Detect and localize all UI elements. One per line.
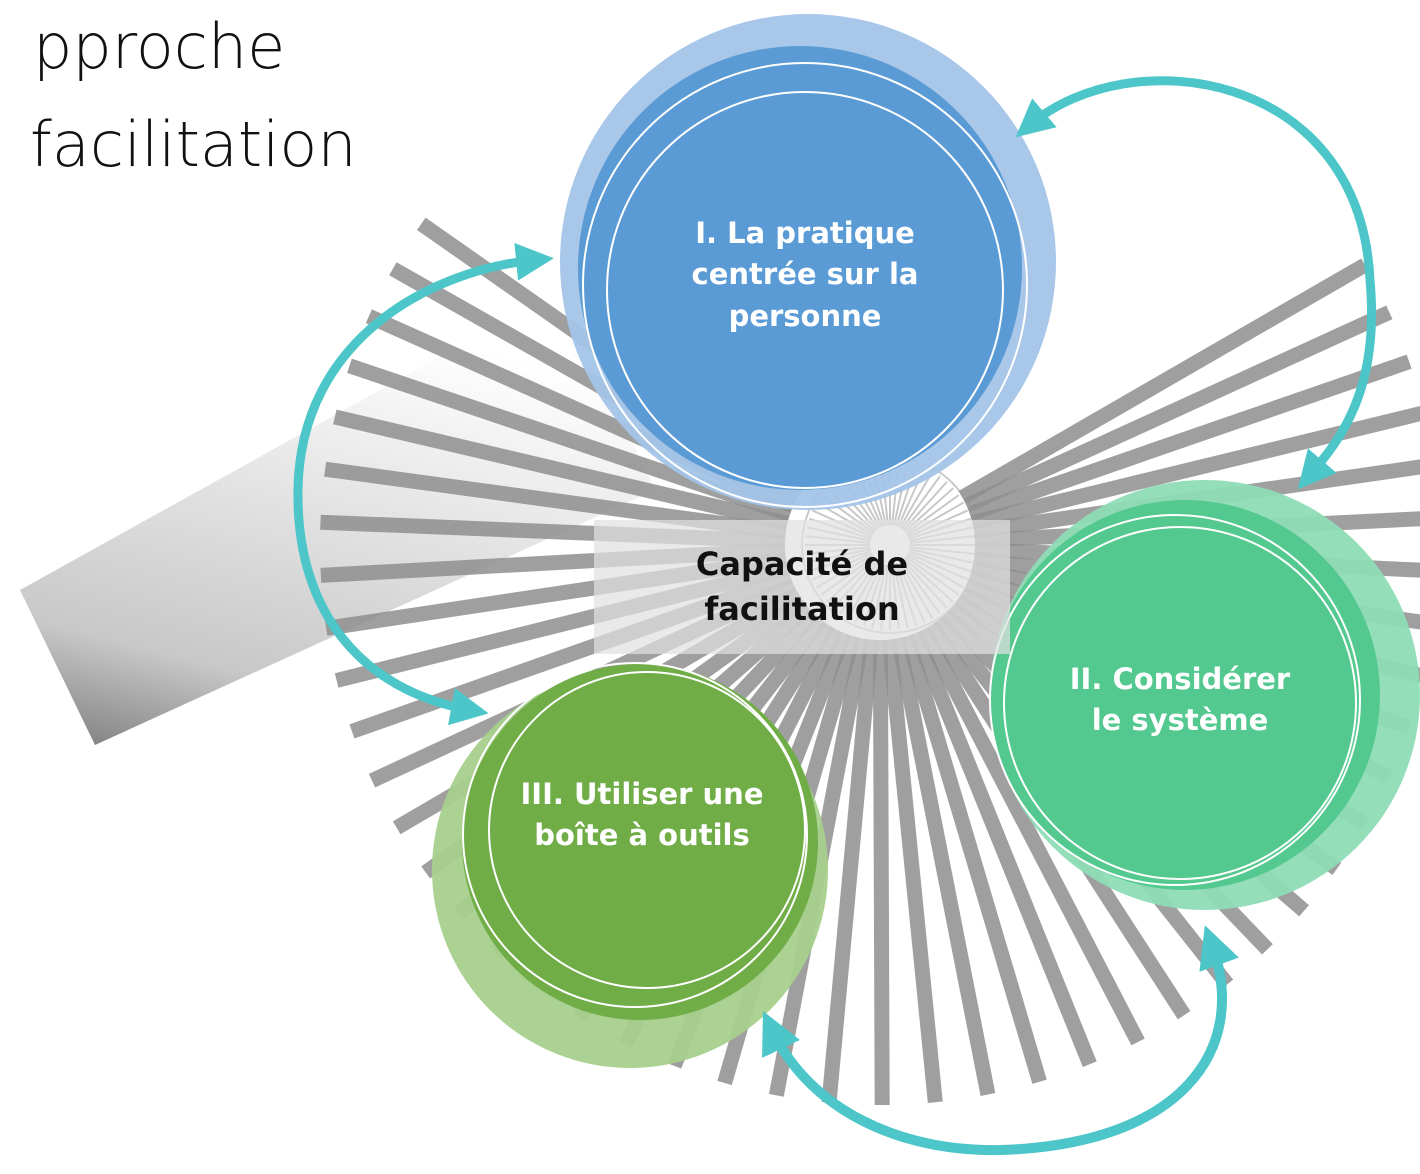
hub-spoke (899, 470, 934, 529)
arrow-iii-to-i (293, 242, 554, 726)
node-toolbox (432, 662, 828, 1068)
arrow-ii-to-iii (762, 925, 1239, 1156)
node-label-system: II. Considérer le système (1069, 661, 1291, 737)
sunburst-ray (872, 639, 890, 1106)
node-label-person-centered: I. La pratique centrée sur la personne (691, 216, 919, 333)
node-system (989, 480, 1420, 910)
sunburst-ray (333, 409, 790, 531)
node-person-centered (560, 14, 1056, 510)
node-label-toolbox: III. Utiliser une boîte à outils (520, 776, 764, 852)
title-line-2: facilitation (30, 108, 357, 181)
arrow-i-to-ii (1015, 76, 1376, 490)
title-line-1: pproche (33, 10, 286, 83)
center-label: Capacité de facilitation (594, 520, 1010, 654)
